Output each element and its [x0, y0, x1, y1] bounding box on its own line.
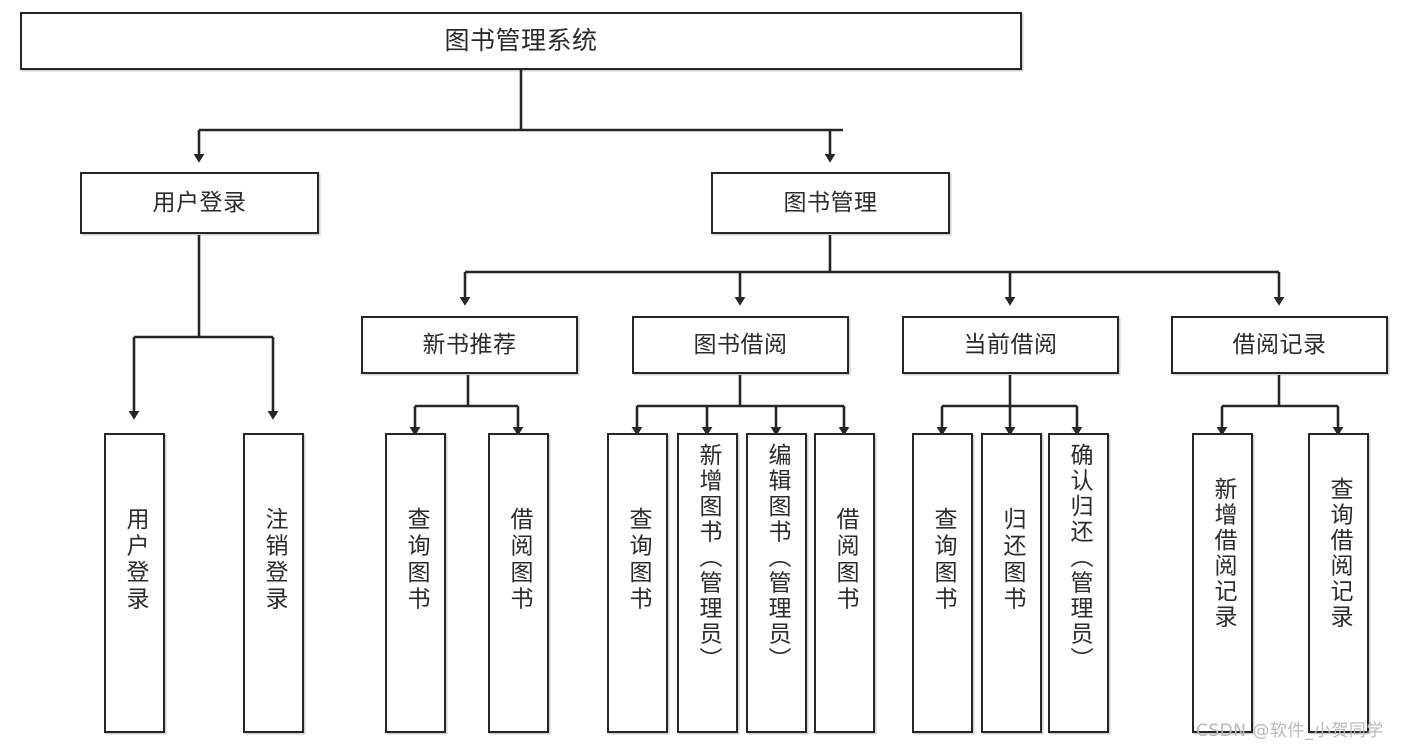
leaf-borrow-query-book[interactable]: 查询图书 [607, 433, 668, 733]
node-book-borrow[interactable]: 图书借阅 [632, 316, 849, 374]
node-label: 查询图书 [403, 507, 429, 613]
leaf-current-query-book[interactable]: 查询图书 [912, 433, 973, 733]
leaf-user-login-login[interactable]: 用户登录 [104, 433, 165, 733]
leaf-current-confirm-return-admin[interactable]: 确认归还（管理员） [1048, 433, 1109, 733]
node-current-borrow[interactable]: 当前借阅 [902, 316, 1119, 374]
node-label: 注销登录 [261, 507, 287, 613]
node-label: 当前借阅 [963, 331, 1058, 358]
node-label: 图书借阅 [693, 331, 788, 358]
leaf-recommend-borrow-book[interactable]: 借阅图书 [488, 433, 549, 733]
node-root-system[interactable]: 图书管理系统 [20, 12, 1022, 70]
node-label: 新增借阅记录 [1210, 477, 1236, 630]
node-label: 新增图书（管理员） [695, 443, 721, 673]
node-label: 确认归还（管理员） [1066, 443, 1092, 673]
node-label: 查询图书 [930, 507, 956, 613]
node-label: 图书管理 [783, 189, 878, 216]
node-borrow-record[interactable]: 借阅记录 [1171, 316, 1388, 374]
leaf-record-add-record[interactable]: 新增借阅记录 [1192, 433, 1253, 733]
node-label: 借阅记录 [1232, 331, 1327, 358]
csdn-watermark: CSDN @软件_小贺同学 [1196, 721, 1384, 741]
node-label: 查询借阅记录 [1326, 477, 1352, 630]
leaf-borrow-borrow-book[interactable]: 借阅图书 [814, 433, 875, 733]
node-label: 图书管理系统 [444, 25, 598, 55]
node-label: 归还图书 [999, 507, 1025, 613]
node-book-management[interactable]: 图书管理 [711, 172, 950, 234]
node-user-login[interactable]: 用户登录 [80, 172, 319, 234]
node-label: 用户登录 [152, 189, 247, 216]
leaf-borrow-edit-book-admin[interactable]: 编辑图书（管理员） [746, 433, 807, 733]
leaf-record-query-record[interactable]: 查询借阅记录 [1308, 433, 1369, 733]
leaf-borrow-add-book-admin[interactable]: 新增图书（管理员） [677, 433, 738, 733]
node-label: 查询图书 [625, 507, 651, 613]
leaf-user-login-logout[interactable]: 注销登录 [243, 433, 304, 733]
leaf-current-return-book[interactable]: 归还图书 [981, 433, 1042, 733]
node-label: 借阅图书 [832, 507, 858, 613]
node-label: 用户登录 [122, 507, 148, 613]
node-label: 借阅图书 [506, 507, 532, 613]
node-label: 编辑图书（管理员） [764, 443, 790, 673]
leaf-recommend-query-book[interactable]: 查询图书 [385, 433, 446, 733]
node-label: 新书推荐 [422, 331, 517, 358]
node-new-book-recommend[interactable]: 新书推荐 [361, 316, 578, 374]
